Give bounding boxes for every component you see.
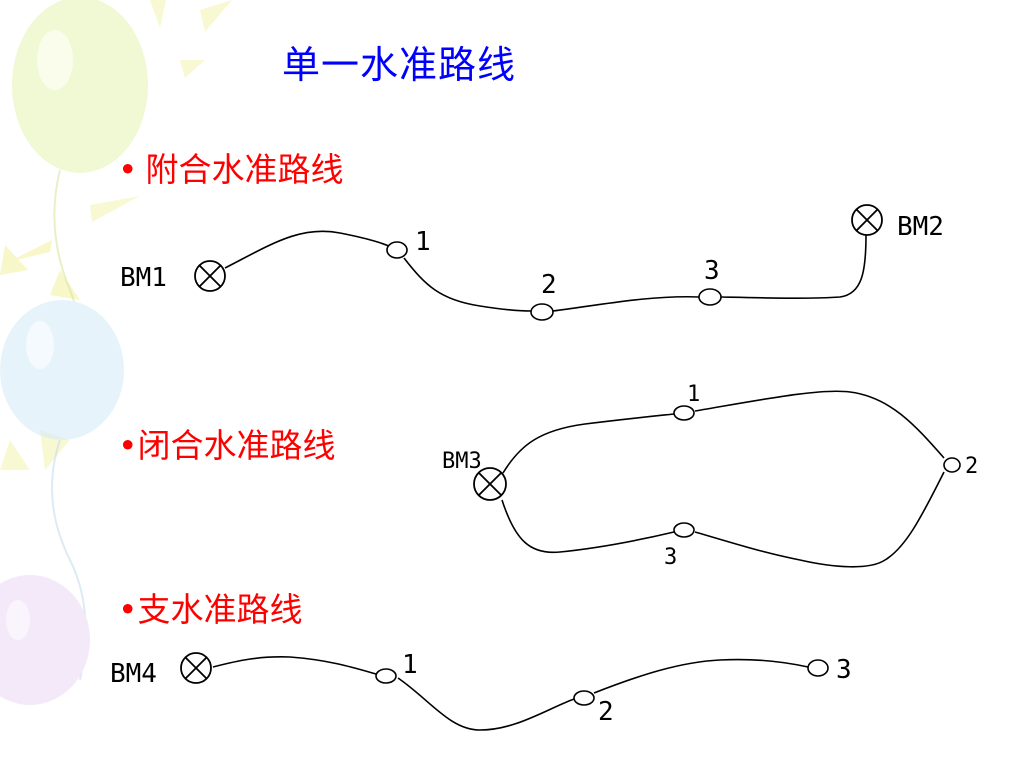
bullet-text: 闭合水准路线 xyxy=(137,426,336,465)
attached-point-2-marker xyxy=(530,303,554,321)
light-ray-decoration xyxy=(90,196,140,222)
light-ray-decoration xyxy=(40,430,70,470)
spur-point-2-marker xyxy=(573,690,595,706)
spur-point-3-label: 3 xyxy=(836,655,852,685)
spur-route-line xyxy=(212,656,809,731)
light-ray-decoration xyxy=(180,60,205,78)
light-ray-decoration xyxy=(0,245,28,275)
light-ray-decoration xyxy=(0,440,30,470)
bullet-marker: • xyxy=(118,590,138,629)
bullet-text: 支水准路线 xyxy=(137,590,303,629)
bullet-spur-leveling-route: •支水准路线 xyxy=(118,583,302,631)
benchmark-bm3-symbol xyxy=(473,467,507,501)
bullet-marker: • xyxy=(118,426,138,465)
benchmark-bm4-symbol xyxy=(180,652,212,684)
closed-route-diagram: BM3 1 2 3 xyxy=(442,382,978,570)
attached-point-1-marker xyxy=(386,241,408,259)
spur-route-diagram: BM4 1 2 3 xyxy=(110,650,852,731)
bullet-marker: • xyxy=(118,150,138,189)
benchmark-bm1-symbol xyxy=(194,260,226,292)
light-ray-decoration xyxy=(200,0,232,32)
spur-point-1-marker xyxy=(375,668,397,684)
closed-point-2-marker xyxy=(943,457,961,473)
bm3-label: BM3 xyxy=(442,449,482,474)
attached-route-line xyxy=(224,230,867,312)
closed-route-line xyxy=(501,390,945,568)
bullet-attached-leveling-route: •附合水准路线 xyxy=(118,143,343,191)
attached-point-3-marker xyxy=(698,288,722,306)
light-ray-decoration xyxy=(150,0,166,28)
closed-point-3-marker xyxy=(673,522,695,538)
closed-point-3-label: 3 xyxy=(664,545,677,570)
bm2-label: BM2 xyxy=(897,212,944,242)
closed-point-1-label: 1 xyxy=(687,382,700,407)
balloon-highlight-decoration xyxy=(37,30,73,90)
attached-point-3-label: 3 xyxy=(704,256,720,286)
spur-point-2-label: 2 xyxy=(598,697,614,727)
attached-point-1-label: 1 xyxy=(415,227,431,257)
light-ray-decoration xyxy=(50,270,80,300)
bullet-text: 附合水准路线 xyxy=(145,150,344,189)
balloon-highlight-decoration xyxy=(26,321,54,369)
bullet-closed-leveling-route: •闭合水准路线 xyxy=(118,419,335,467)
spur-point-3-marker xyxy=(807,659,829,677)
slide-title: 单一水准路线 xyxy=(282,43,517,87)
attached-point-2-label: 2 xyxy=(541,270,557,300)
bm4-label: BM4 xyxy=(110,659,157,689)
closed-point-2-label: 2 xyxy=(965,454,978,479)
balloon-highlight-decoration xyxy=(6,600,30,640)
benchmark-bm2-symbol xyxy=(851,204,883,236)
closed-point-1-marker xyxy=(673,405,695,421)
light-ray-decoration xyxy=(8,240,52,262)
spur-point-1-label: 1 xyxy=(402,650,418,680)
attached-route-diagram: BM1 BM2 1 2 3 xyxy=(120,204,944,321)
bm1-label: BM1 xyxy=(120,263,167,293)
